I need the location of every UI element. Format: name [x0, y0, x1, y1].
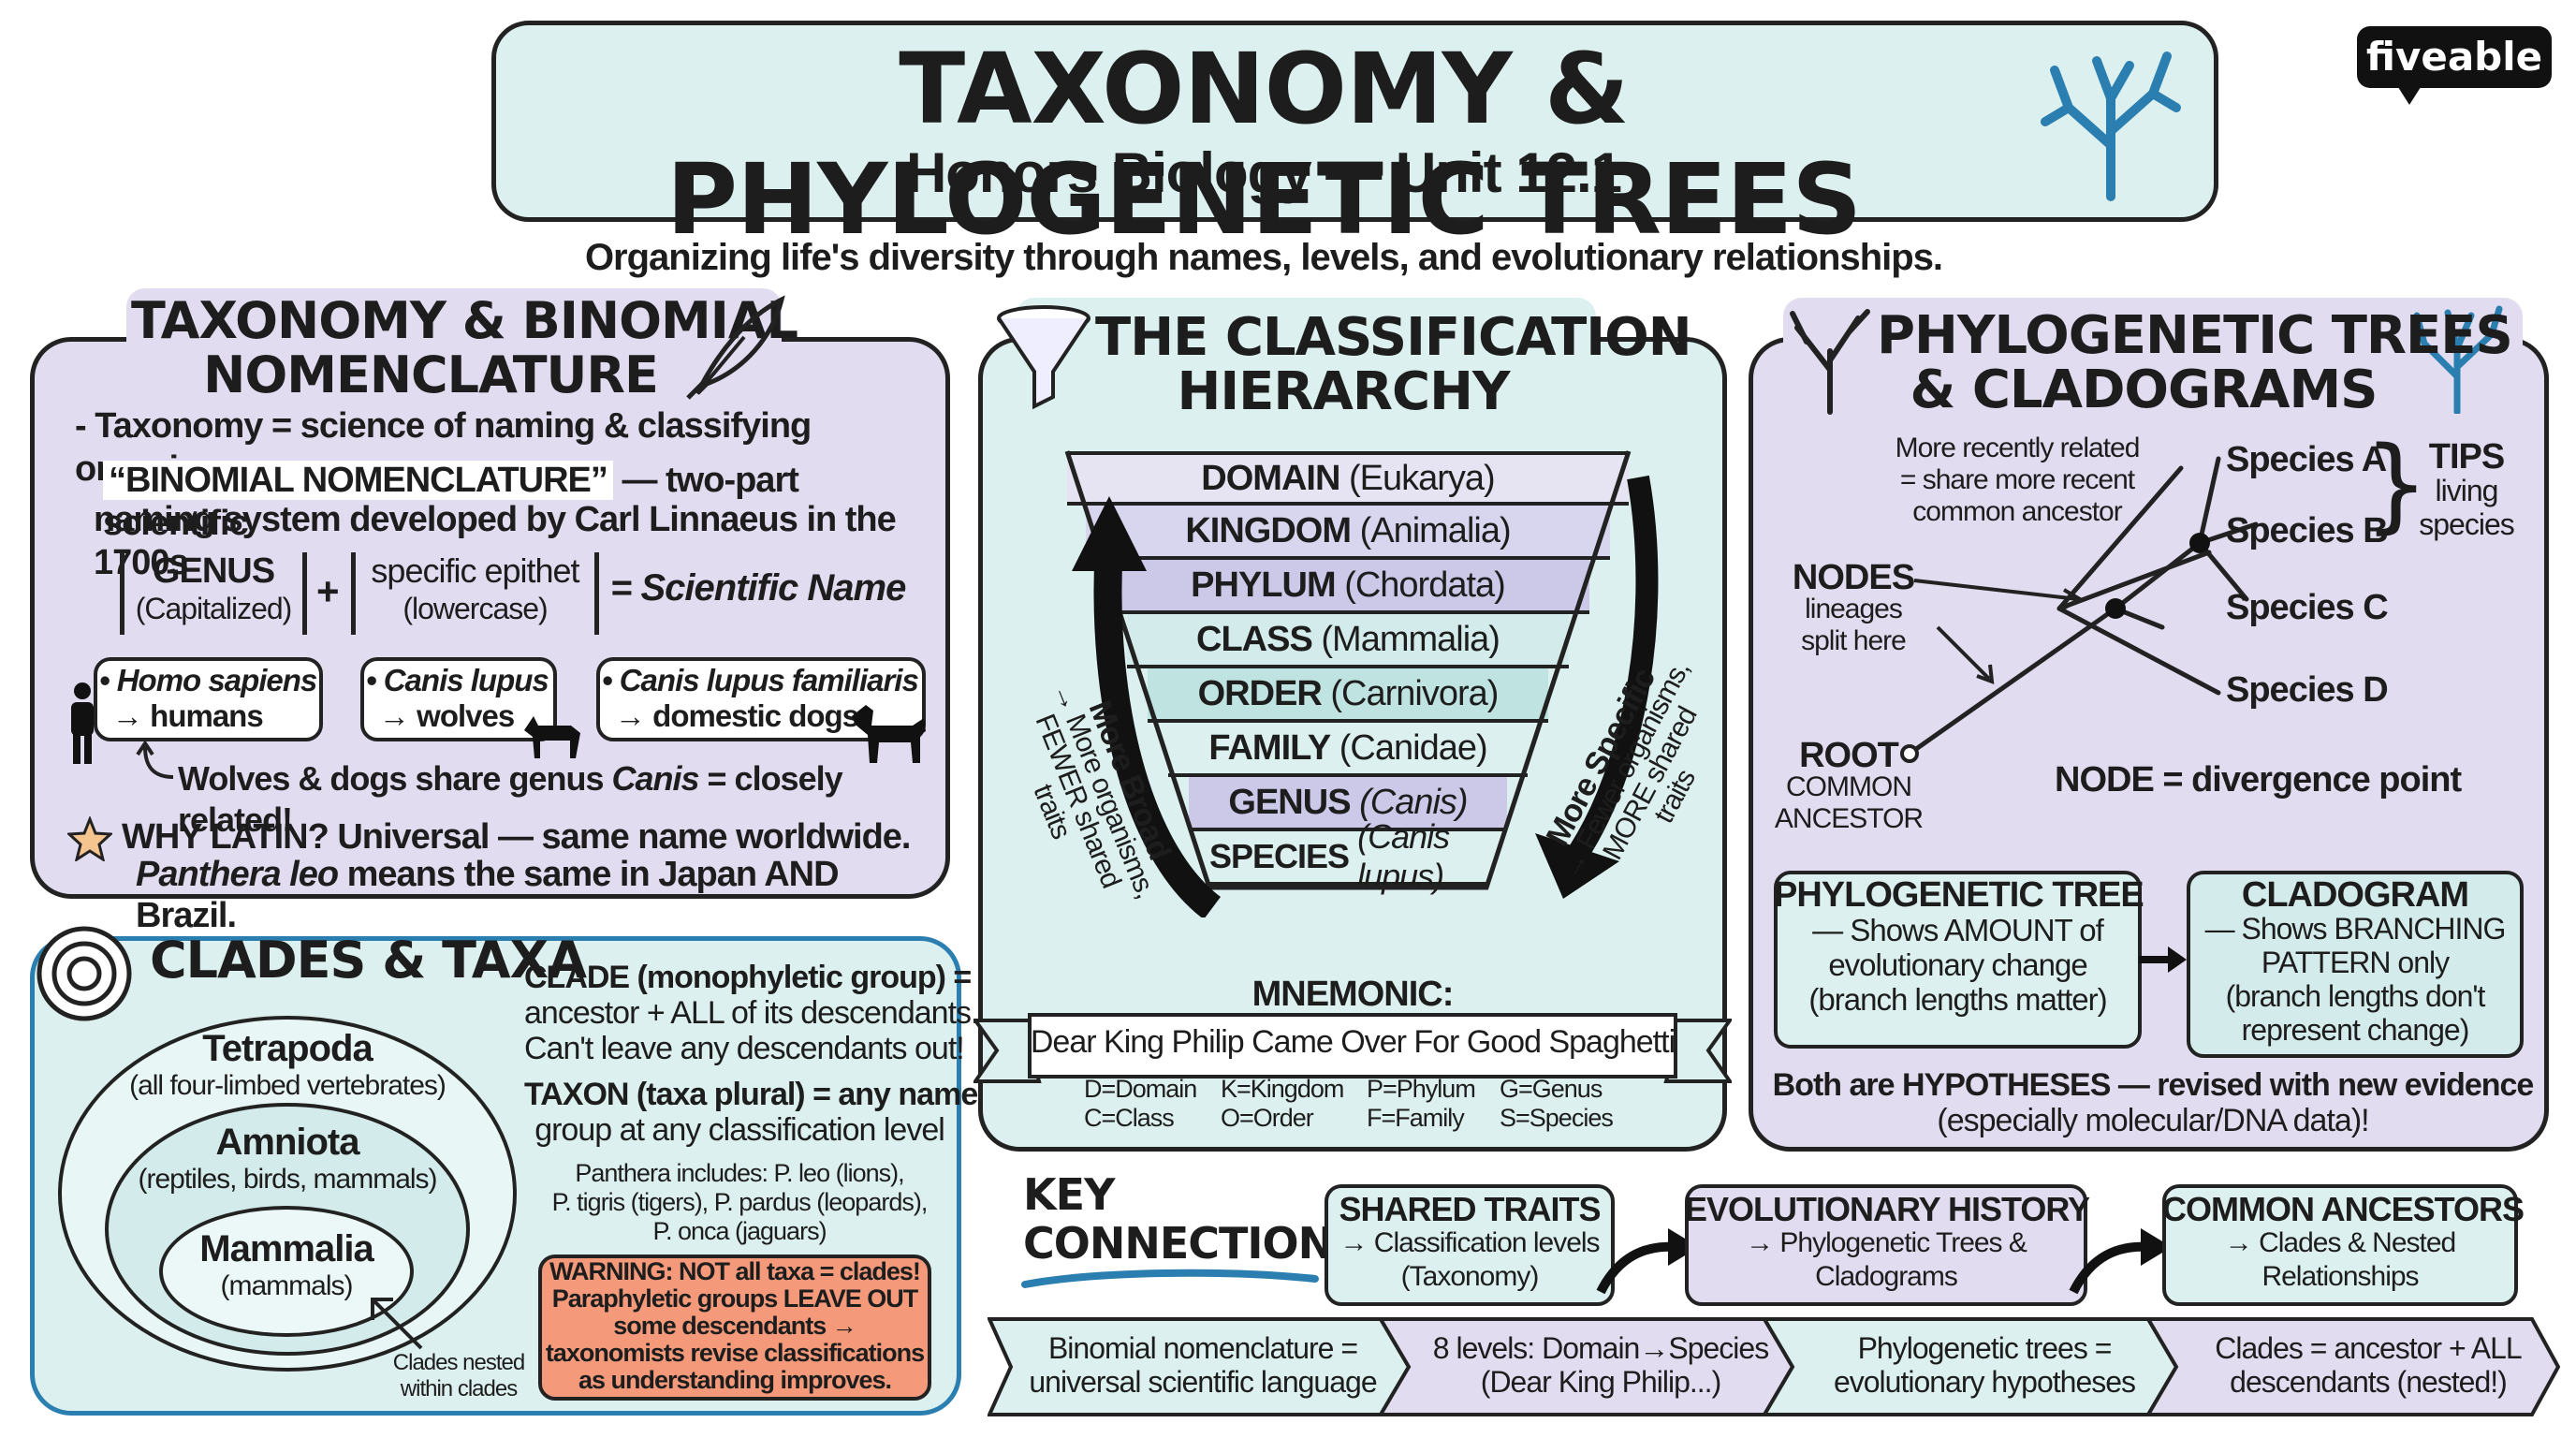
quill-icon — [686, 295, 785, 400]
connection-arrow-2 — [2069, 1228, 2172, 1295]
tips-brace: } — [2364, 424, 2429, 544]
species-d: Species D — [2226, 670, 2389, 710]
nodes-arrows — [1913, 579, 2085, 685]
summary-item-trees: Phylogenetic trees =evolutionary hypothe… — [1833, 1331, 2136, 1399]
tier-domain: DOMAIN (Eukarya) — [1067, 451, 1629, 506]
tier-genus: GENUS (Canis) — [1189, 777, 1507, 831]
node-definition: NODE = divergence point — [2055, 760, 2462, 800]
tree-icon — [2041, 51, 2181, 201]
tagline: Organizing life's diversity through name… — [584, 237, 1943, 278]
species-c: Species C — [2226, 588, 2389, 627]
pyramid-outline — [1064, 450, 1632, 890]
binomial-line-1: “BINOMIAL NOMENCLATURE” — two-part scien… — [103, 461, 799, 543]
cladogram-box — [2187, 871, 2524, 1058]
tier-kingdom: KINGDOM (Animalia) — [1086, 506, 1610, 560]
recent-note: More recently related= share more recent… — [1895, 433, 2141, 527]
formula-plus: + — [316, 569, 340, 613]
brand-logo: fiveable — [2357, 26, 2552, 88]
hypotheses-note: Both are HYPOTHESES — revised with new e… — [1772, 1067, 2535, 1138]
formula-genus: GENUS(Capitalized) — [120, 552, 307, 635]
shared-genus-note: Wolves & dogs share genus Canis = closel… — [178, 759, 843, 839]
title-banner — [491, 21, 2218, 222]
funnel-icon — [997, 305, 1090, 410]
why-latin-example: Panthera leo means the same in Japan AND… — [136, 855, 840, 935]
example-wolf — [360, 657, 557, 741]
tier-order: ORDER (Carnivora) — [1148, 668, 1548, 723]
tier-family: FAMILY (Canidae) — [1168, 723, 1528, 777]
broad-arrow — [1072, 496, 1222, 917]
tetrapoda-label: Tetrapoda(all four-limbed vertebrates) — [129, 1028, 446, 1101]
taxonomy-heading-bg — [126, 288, 782, 406]
tier-phylum: PHYLUM (Chordata) — [1106, 560, 1589, 614]
page-subtitle: Honors Biology — Unit 12.1 — [905, 141, 1622, 204]
connection-shared-traits — [1325, 1184, 1615, 1306]
connection-arrow-1 — [1596, 1228, 1699, 1295]
brand-logo-tail — [2396, 84, 2422, 105]
warning-text: WARNING: NOT all taxa = clades!Paraphyle… — [545, 1257, 925, 1394]
binomial-line-2: naming system developed by Carl Linnaeus… — [94, 500, 897, 582]
tree-branch-lines — [2056, 465, 2221, 696]
phylo-heading: PHYLOGENETIC TREES& CLADOGRAMS — [1877, 305, 2513, 420]
human-icon — [71, 682, 94, 764]
species-a: Species A — [2226, 440, 2387, 479]
target-icon — [37, 926, 132, 1021]
amniota-label: Amniota(reptiles, birds, mammals) — [138, 1122, 437, 1195]
tier-species: SPECIES (Canis lupus) — [1209, 817, 1486, 895]
page-title: TAXONOMY & PHYLOGENETIC TREES — [666, 32, 1862, 257]
tree-small-icon — [2413, 305, 2503, 414]
example-wolf-text: • Canis lupus→ wolves — [366, 663, 549, 733]
mnemonic-title: MNEMONIC: — [1251, 975, 1455, 1014]
tier-class: CLASS (Mammalia) — [1127, 614, 1569, 668]
clades-heading: CLADES & TAXA — [150, 931, 587, 990]
connection-evolutionary-history — [1685, 1184, 2087, 1306]
tree-to-cladogram-arrow — [2139, 946, 2187, 973]
clade-definition: CLADE (monophyletic group) =ancestor + A… — [524, 960, 979, 1066]
connection-common-ancestors — [2162, 1184, 2518, 1306]
hierarchy-heading-bg — [1016, 298, 1596, 429]
mnemonic-text: Dear King Philip Came Over For Good Spag… — [1030, 1024, 1676, 1060]
summary-item-binomial: Binomial nomenclature =universal scienti… — [1029, 1331, 1377, 1399]
branch-icon — [1790, 309, 1870, 415]
nested-arrow-icon — [371, 1298, 423, 1350]
panthera-examples: Panthera includes: P. leo (lions),P. tig… — [551, 1159, 929, 1245]
star-icon — [67, 816, 112, 861]
phylogenetic-tree-box — [1774, 871, 2142, 1049]
species-b: Species B — [2226, 511, 2389, 550]
curved-arrow-icon — [136, 740, 174, 779]
example-human — [94, 657, 323, 741]
phylo-heading-bg — [1783, 298, 2523, 429]
binomial-term: “BINOMIAL NOMENCLATURE” — [103, 461, 613, 500]
dog-icon — [852, 705, 926, 763]
example-human-text: • Homo sapiens→ humans — [99, 663, 317, 733]
key-underline — [1021, 1269, 1319, 1288]
why-latin: WHY LATIN? Universal — same name worldwi… — [122, 817, 911, 857]
summary-item-levels: 8 levels: Domain→Species(Dear King Phili… — [1432, 1331, 1769, 1399]
connection-evolutionary-history-text: EVOLUTIONARY HISTORY→ Phylogenetic Trees… — [1685, 1190, 2090, 1293]
warning-box — [538, 1255, 931, 1401]
connection-shared-traits-text: SHARED TRAITS→ Classification levels(Tax… — [1339, 1190, 1601, 1293]
wolf-icon — [524, 716, 580, 758]
summary-strip — [988, 1317, 2560, 1416]
formula-result: = Scientific Name — [610, 567, 906, 609]
mnemonic-ribbon — [973, 1013, 1732, 1083]
formula-epithet: specific epithet(lowercase) — [351, 552, 599, 635]
specific-arrow — [1535, 475, 1659, 899]
mammalia-label: Mammalia(mammals) — [199, 1228, 373, 1301]
example-dog-text: • Canis lupus familiaris→ domestic dogs — [602, 663, 919, 733]
